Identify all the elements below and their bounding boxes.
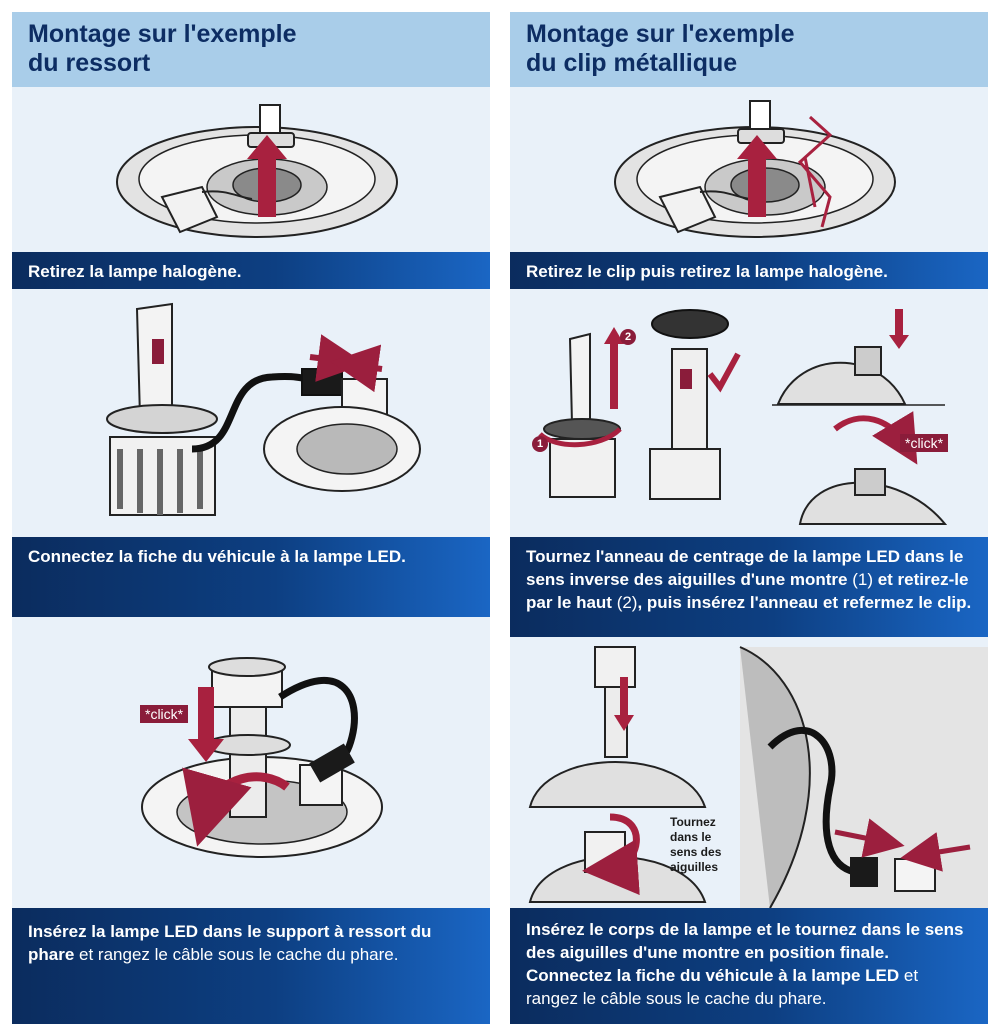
turn-note-line1: Tournez <box>670 815 716 829</box>
turn-note-line4: aiguilles <box>670 860 719 874</box>
left-header-line2: du ressort <box>28 49 151 77</box>
left-step3-caption: Insérez la lampe LED dans le support à r… <box>12 908 490 1024</box>
turn-note-line3: sens des <box>670 845 722 859</box>
left-header-line1: Montage sur l'exemple <box>28 20 297 48</box>
right-step1-caption: Retirez le clip puis retirez la lampe ha… <box>510 252 988 289</box>
right-step1-illustration <box>510 87 988 252</box>
right-click-label: *click* <box>900 434 949 452</box>
left-step1-caption-text: Retirez la lampe halogène. <box>28 262 242 281</box>
right-badge-2: 2 <box>620 329 636 345</box>
right-header-line1: Montage sur l'exemple <box>526 20 795 48</box>
right-step2-illustration: 1 2 *click* <box>510 289 988 537</box>
left-step1-caption: Retirez la lampe halogène. <box>12 252 490 289</box>
right-column: Montage sur l'exemple du clip métallique… <box>510 0 988 1034</box>
left-step2-caption: Connectez la fiche du véhicule à la lamp… <box>12 537 490 617</box>
left-step2-caption-text: Connectez la fiche du véhicule à la lamp… <box>28 547 406 566</box>
left-column: Montage sur l'exemple du ressort Retirez… <box>12 0 490 1034</box>
right-step1-caption-text: Retirez le clip puis retirez la lampe ha… <box>526 262 888 281</box>
right-header: Montage sur l'exemple du clip métallique <box>510 12 988 87</box>
right-step2-caption-part3: , puis insérez l'anneau et refermez le c… <box>637 593 972 612</box>
left-header: Montage sur l'exemple du ressort <box>12 12 490 87</box>
right-step2-caption-ref2: (2) <box>616 593 638 612</box>
right-step3-illustration: Tournez dans le sens des aiguilles <box>510 637 988 908</box>
right-step2-caption-part1: Tournez l'anneau de centrage de la lampe… <box>526 547 964 589</box>
turn-note-line2: dans le <box>670 830 712 844</box>
right-header-line2: du clip métallique <box>526 49 738 77</box>
right-step3-caption-rest: et rangez le câble sous le cache du phar… <box>526 966 919 1008</box>
left-click-label: *click* <box>140 705 189 723</box>
right-step2-caption-part2: et retirez-le par le haut <box>526 570 969 612</box>
right-turn-note: Tournez dans le sens des aiguilles <box>670 815 721 875</box>
left-step2-illustration <box>12 289 490 537</box>
right-step2-caption: Tournez l'anneau de centrage de la lampe… <box>510 537 988 637</box>
right-step3-caption: Insérez le corps de la lampe et le tourn… <box>510 908 988 1024</box>
right-badge-1: 1 <box>532 436 548 452</box>
left-step1-illustration <box>12 87 490 252</box>
left-step3-caption-rest: et rangez le câble sous le cache du phar… <box>74 945 399 964</box>
right-step2-caption-ref1: (1) <box>852 570 873 589</box>
left-step3-caption-bold: Insérez la lampe LED dans le support à r… <box>28 922 432 964</box>
right-step3-caption-bold: Insérez le corps de la lampe et le tourn… <box>526 920 964 985</box>
left-step3-illustration: *click* <box>12 617 490 908</box>
